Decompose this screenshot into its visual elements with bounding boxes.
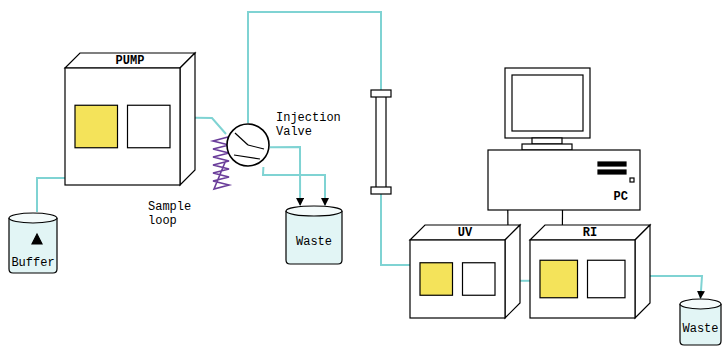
tubing-line (37, 178, 65, 212)
pc-base: PC (488, 150, 640, 210)
node-label: Buffer (8, 256, 58, 270)
tubing-line (248, 12, 410, 265)
tubing-line (520, 280, 530, 282)
column (371, 90, 391, 194)
monitor (505, 68, 590, 150)
node-label: Waste (679, 322, 722, 336)
waste-bottle: Waste (285, 205, 343, 265)
node-label: PC (614, 190, 628, 204)
part-label: Sample loop (148, 200, 212, 228)
node-label: PUMP (65, 54, 195, 68)
node-label: Injection Valve (276, 111, 356, 139)
ri-detector: RI (530, 225, 650, 318)
tubing-line (195, 118, 226, 134)
injection-valve: Injection Valve (226, 123, 270, 167)
node-label: UV (410, 226, 520, 240)
uv-detector: UV (410, 225, 520, 318)
injection-valve-outline (226, 123, 270, 167)
node-label: RI (530, 226, 650, 240)
tubing-line (650, 276, 702, 298)
signal-cable (562, 210, 563, 225)
tubing-line (263, 167, 325, 205)
pump-box-outline (65, 53, 195, 185)
pump-box: PUMP (65, 53, 195, 185)
buffer-bottle: Buffer (8, 212, 58, 274)
node-label: Waste (285, 235, 343, 249)
waste-bottle: Waste (679, 298, 722, 346)
signal-cable (507, 210, 508, 225)
